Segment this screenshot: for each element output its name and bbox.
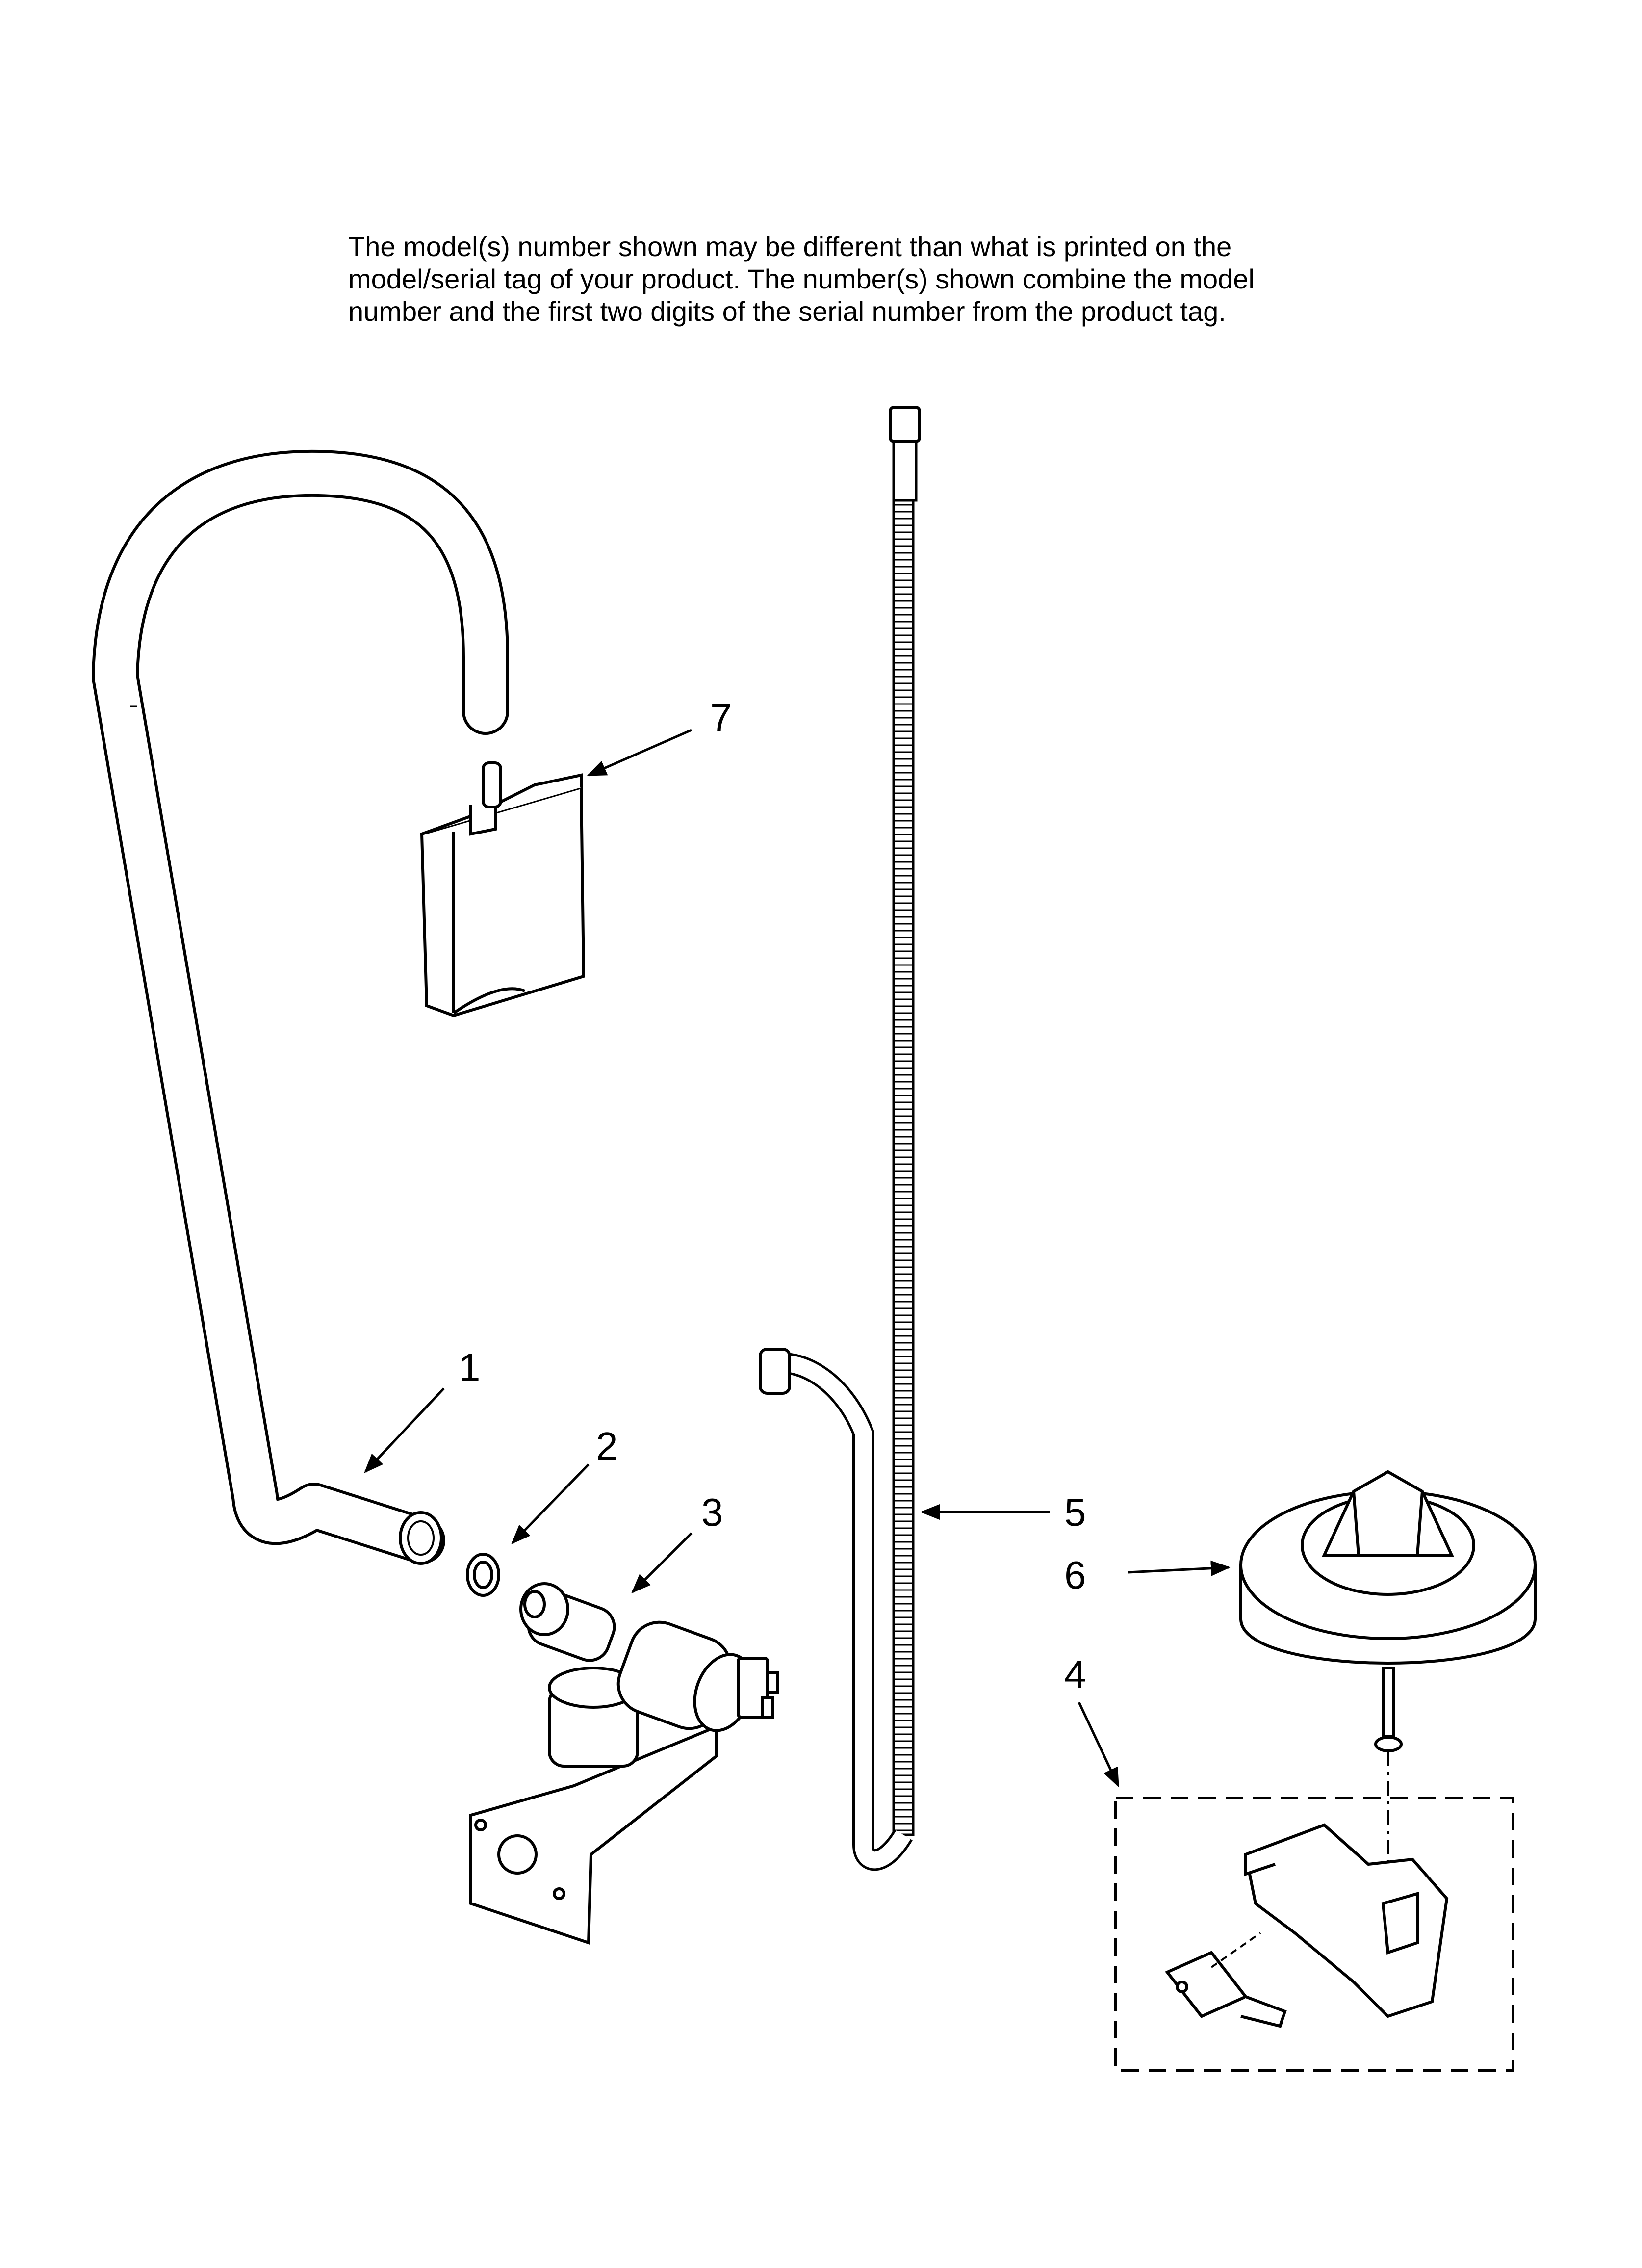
- callout-6-leader: [1128, 1560, 1231, 1576]
- fill-hose-part: [759, 406, 921, 1871]
- callout-3: 3: [701, 1490, 723, 1534]
- float-part: [1239, 1470, 1537, 1752]
- callout-1: 1: [459, 1346, 481, 1389]
- callout-6: 6: [1064, 1553, 1086, 1597]
- callout-5: 5: [1064, 1490, 1086, 1534]
- note-line-1: The model(s) number shown may be differe…: [348, 231, 1232, 262]
- callout-2: 2: [596, 1424, 618, 1468]
- callout-3-leader: [631, 1532, 693, 1593]
- switch-centerline: [1210, 1932, 1261, 1968]
- switch-assembly-box: [1114, 1797, 1514, 2072]
- note-line-3: number and the first two digits of the s…: [348, 296, 1226, 327]
- note-line-2: model/serial tag of your product. The nu…: [348, 263, 1255, 294]
- disclaimer-note: The model(s) number shown may be differe…: [348, 231, 1329, 328]
- callout-7: 7: [710, 696, 732, 739]
- water-valve-part: [469, 1582, 779, 1945]
- callout-4-leader: [1078, 1701, 1120, 1788]
- vent-part: [420, 761, 586, 1017]
- float-switch-part: [1165, 1823, 1449, 2028]
- callout-2-leader: [511, 1463, 590, 1544]
- callout-1-leader: [364, 1387, 445, 1473]
- callout-4: 4: [1064, 1652, 1086, 1696]
- clamp-part: [466, 1553, 500, 1597]
- drain-hose-part: [92, 449, 509, 1565]
- callout-7-leader: [587, 729, 693, 777]
